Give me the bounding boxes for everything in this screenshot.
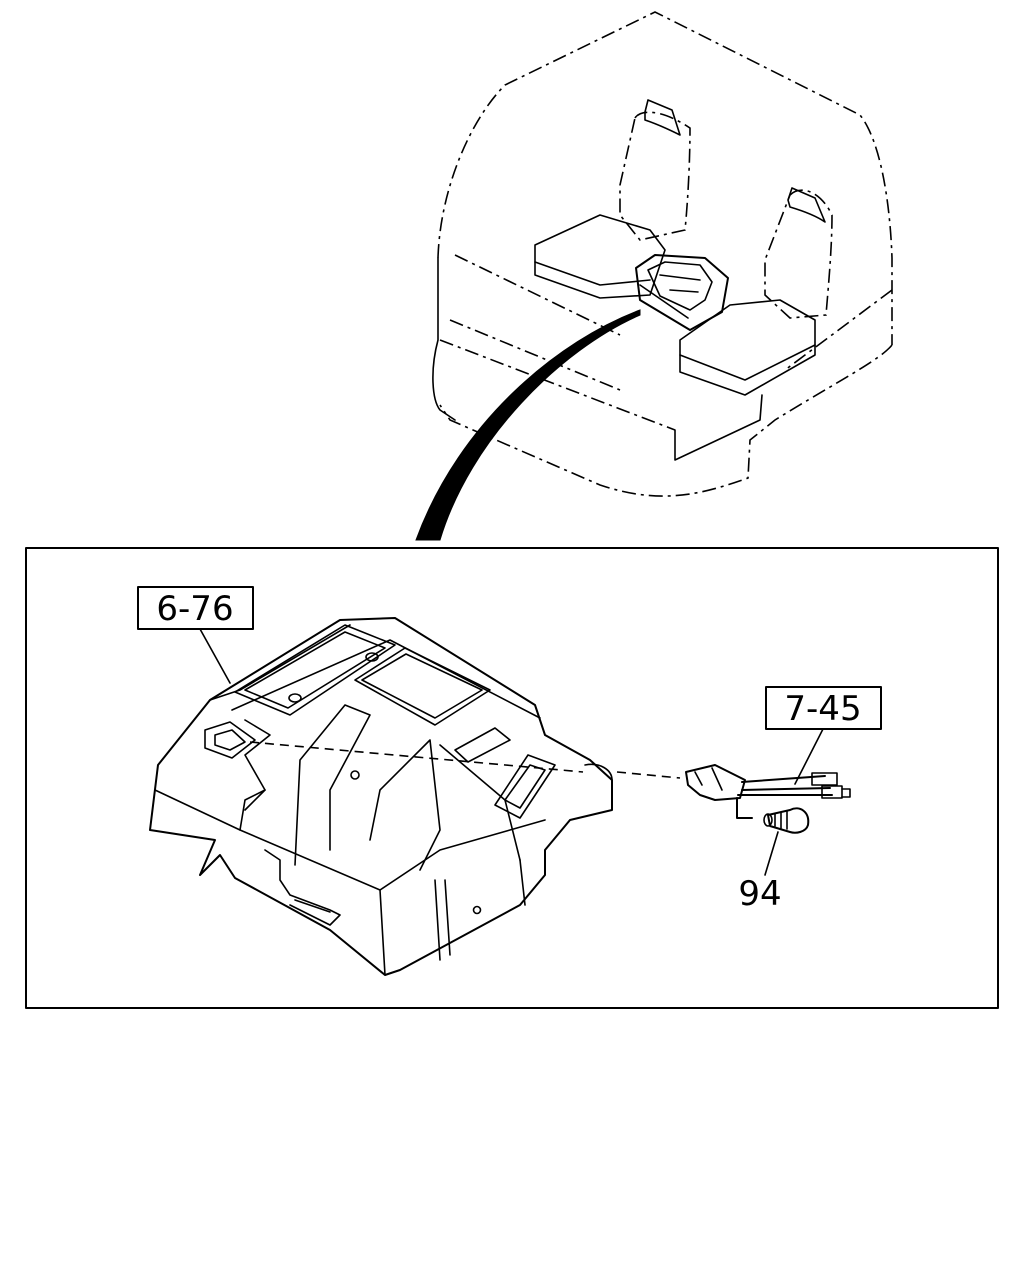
cab-overview [415,11,893,541]
callout-label-94: 94 [738,874,781,914]
wiring-harness [685,764,851,801]
right-seat [679,187,833,396]
callout-6-76: 6-76 [137,586,254,684]
callout-label-7-45: 7-45 [784,689,861,729]
callout-94: 94 [738,831,782,914]
cab-console-small [635,254,729,331]
alignment-line-lower [616,771,681,779]
detail-frame [25,547,999,1009]
left-seat [534,99,691,299]
harness-bracket-leader [736,797,753,819]
alignment-line-upper [249,741,584,773]
callout-7-45: 7-45 [765,686,882,785]
zoom-leader-arrow [415,309,641,541]
callout-label-6-76: 6-76 [156,589,233,629]
clip-fastener [763,807,810,834]
console-assembly [149,617,613,976]
